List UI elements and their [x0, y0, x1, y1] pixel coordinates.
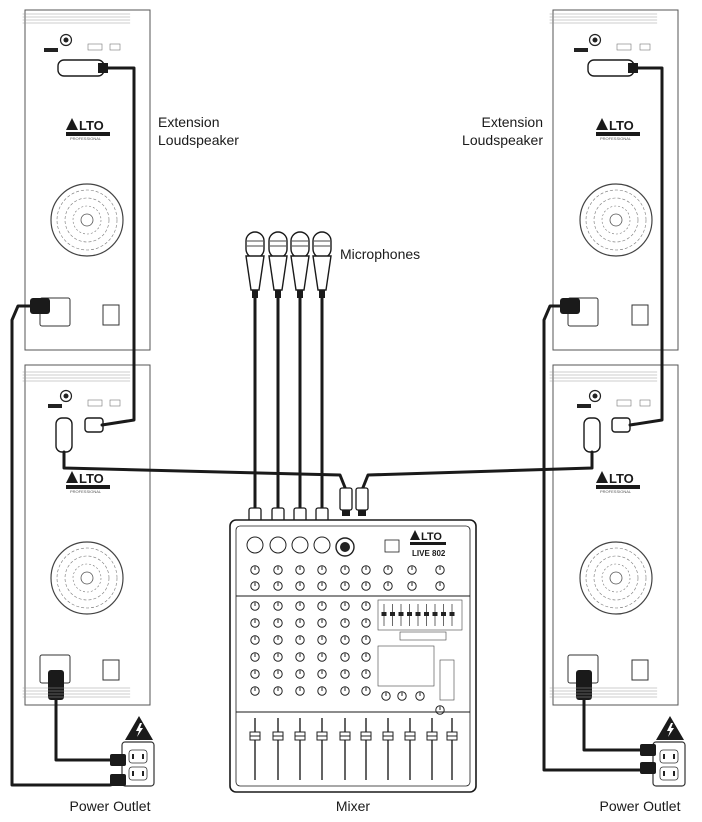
- svg-text:PROFESSIONAL: PROFESSIONAL: [70, 136, 102, 141]
- mixer-model: LIVE 802: [412, 549, 446, 558]
- vent-grille-icon: [579, 541, 653, 615]
- left-extension-loudspeaker: PROFESSIONAL: [22, 9, 151, 351]
- left-main-loudspeaker: PROFESSIONAL: [22, 364, 151, 706]
- power-outlet-label-right: Power Outlet: [599, 798, 681, 814]
- label-line: Extension: [158, 114, 220, 130]
- svg-text:PROFESSIONAL: PROFESSIONAL: [70, 489, 102, 494]
- power-outlet-label-left: Power Outlet: [69, 798, 151, 814]
- electric-hazard-icon: [125, 716, 153, 740]
- label-line: Loudspeaker: [158, 132, 239, 148]
- microphones-label: Microphones: [340, 246, 421, 262]
- svg-text:PROFESSIONAL: PROFESSIONAL: [600, 136, 632, 141]
- vent-grille-icon: [50, 541, 124, 615]
- vent-grille-icon: [50, 183, 124, 257]
- power-socket-icon: [121, 741, 155, 787]
- extension-loudspeaker-label-right: Extension Loudspeaker: [455, 113, 543, 149]
- mixer-device: LTO LIVE 802: [229, 519, 477, 793]
- label-line: Loudspeaker: [462, 132, 543, 148]
- mixer-label: Mixer: [335, 798, 371, 814]
- right-extension-loudspeaker: PROFESSIONAL: [549, 9, 679, 351]
- extension-loudspeaker-label-left: Extension Loudspeaker: [158, 113, 239, 149]
- svg-text:LTO: LTO: [421, 531, 442, 543]
- electric-hazard-icon: [656, 716, 684, 740]
- microphone-icon: [245, 231, 332, 299]
- mic-cables: [253, 298, 324, 508]
- label-line: Extension: [481, 114, 543, 130]
- power-socket-icon: [652, 741, 686, 787]
- vent-grille-icon: [579, 183, 653, 257]
- svg-text:PROFESSIONAL: PROFESSIONAL: [600, 489, 632, 494]
- right-main-loudspeaker: PROFESSIONAL: [549, 364, 679, 706]
